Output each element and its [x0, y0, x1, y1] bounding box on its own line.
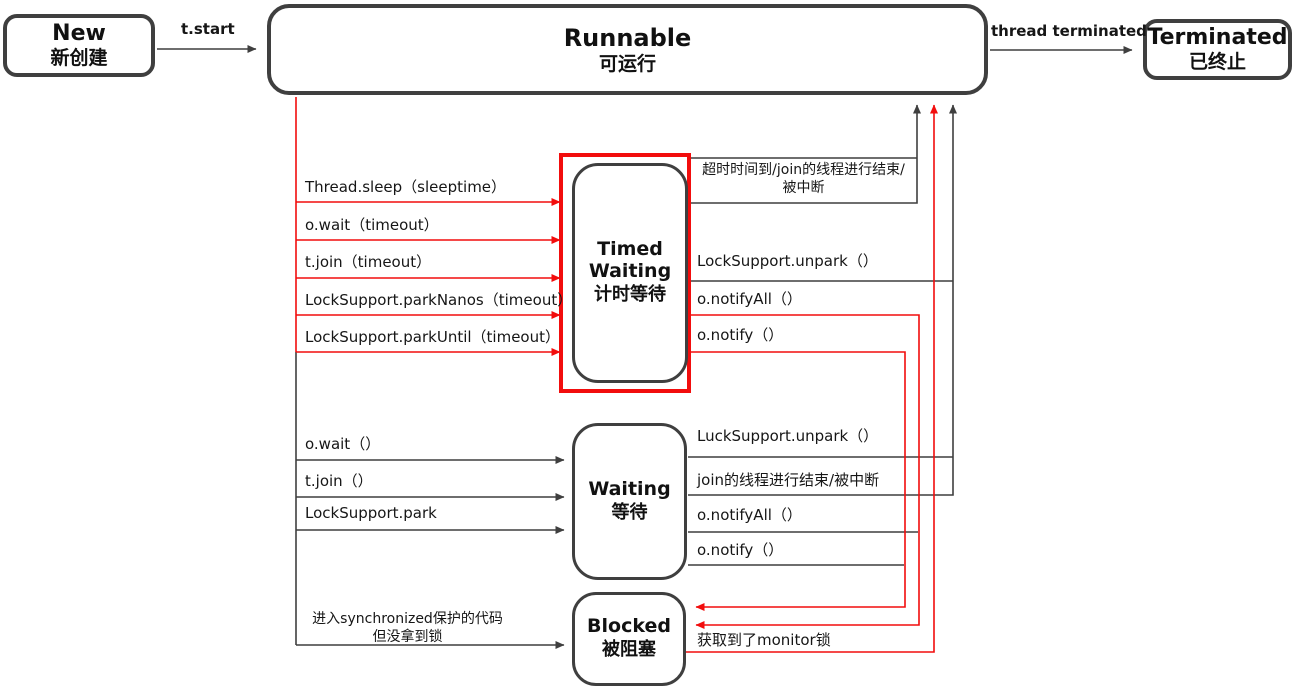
- node-terminated: Terminated 已终止: [1143, 19, 1292, 80]
- label-owait-timeout: o.wait（timeout）: [305, 216, 439, 234]
- label-join-finish: join的线程进行结束/被中断: [697, 471, 880, 489]
- node-new-title: New: [52, 20, 106, 46]
- edge-notifyall-to-blocked: [691, 314, 920, 629]
- label-timed-exit-line2: 被中断: [782, 180, 825, 196]
- label-enter-sync-line1: 进入synchronized保护的代码: [312, 611, 503, 627]
- node-waiting: Waiting 等待: [572, 423, 687, 580]
- label-notify-timed: o.notify（）: [697, 326, 784, 344]
- node-runnable-title: Runnable: [563, 23, 692, 52]
- node-timed-subtitle: 计时等待: [594, 284, 666, 306]
- node-terminated-subtitle: 已终止: [1188, 51, 1246, 74]
- label-enter-sync: 进入synchronized保护的代码 但没拿到锁: [300, 610, 515, 646]
- edge-monitor-to-runnable: [686, 104, 938, 653]
- label-monitor-lock: 获取到了monitor锁: [697, 631, 831, 649]
- label-owait: o.wait（）: [305, 435, 381, 453]
- label-timed-exit: 超时时间到/join的线程进行结束/ 被中断: [690, 161, 917, 197]
- label-tjoin: t.join（）: [305, 472, 373, 490]
- label-lock-support-unpark: LockSupport.unpark（）: [697, 252, 878, 270]
- node-timed-title-line2: Waiting: [588, 260, 672, 283]
- node-runnable-subtitle: 可运行: [598, 52, 656, 75]
- edge-joinfinish-to-runnable: [688, 104, 957, 496]
- node-runnable: Runnable 可运行: [267, 4, 988, 95]
- edge-timedexit-to-runnable: [690, 104, 921, 204]
- label-parkuntil: LockSupport.parkUntil（timeout）: [305, 328, 560, 346]
- node-timed-title-line1: Timed: [597, 238, 663, 261]
- label-enter-sync-line2: 但没拿到锁: [372, 629, 443, 645]
- node-terminated-title: Terminated: [1147, 24, 1288, 50]
- label-notify-waiting: o.notify（）: [697, 541, 784, 559]
- node-waiting-title: Waiting: [588, 477, 671, 500]
- label-thread-sleep: Thread.sleep（sleeptime）: [305, 178, 507, 196]
- timed-waiting-highlight-rect: [559, 153, 691, 393]
- label-notifyall-timed: o.notifyAll（）: [697, 290, 802, 308]
- node-new-subtitle: 新创建: [50, 47, 108, 70]
- edge-notify-to-blocked: [691, 351, 906, 611]
- node-new: New 新创建: [3, 14, 155, 77]
- node-blocked: Blocked 被阻塞: [572, 592, 686, 686]
- node-blocked-title: Blocked: [587, 615, 671, 638]
- label-tjoin-timeout: t.join（timeout）: [305, 253, 432, 271]
- label-notifyall-waiting: o.notifyAll（）: [697, 506, 802, 524]
- label-luck-support-unpark: LuckSupport.unpark（）: [697, 427, 879, 445]
- label-t-start: t.start: [181, 20, 235, 38]
- label-thread-terminated: thread terminated: [991, 22, 1147, 40]
- node-blocked-subtitle: 被阻塞: [602, 639, 656, 661]
- node-waiting-subtitle: 等待: [611, 501, 648, 523]
- label-timed-exit-line1: 超时时间到/join的线程进行结束/: [702, 162, 905, 178]
- node-timed-waiting: Timed Waiting 计时等待: [572, 163, 688, 383]
- label-lock-support-park: LockSupport.park: [305, 504, 437, 522]
- label-parknanos: LockSupport.parkNanos（timeout）: [305, 291, 573, 309]
